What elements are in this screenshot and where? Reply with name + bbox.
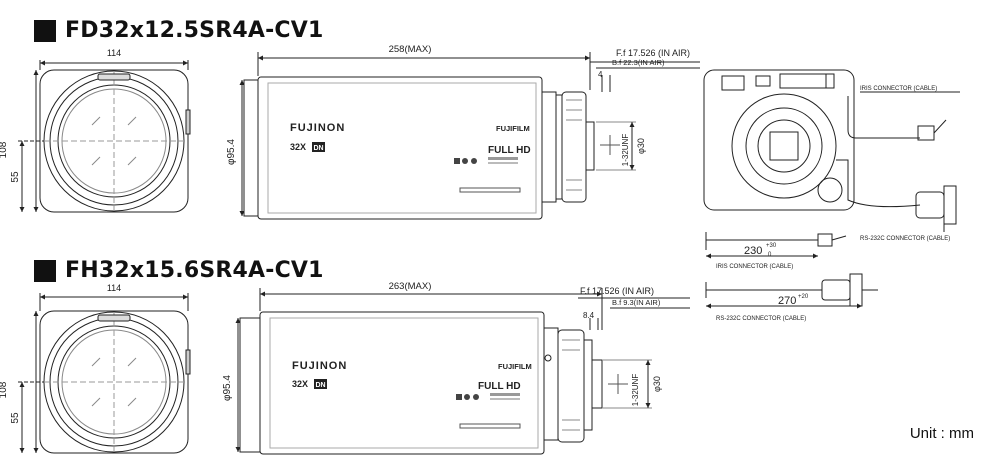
model-1-title: FD32x12.5SR4A-CV1	[34, 18, 324, 43]
model-2-front-width: 114	[107, 283, 121, 293]
title-bullet-square	[34, 19, 56, 42]
model-2-mount: 1-32UNF	[631, 374, 640, 407]
model-2-dn: DN	[315, 382, 325, 389]
model-1-zoom: 32X	[290, 142, 306, 152]
model-2-certification-icons	[456, 393, 521, 429]
iris-cable-length: 230	[744, 245, 762, 257]
model-1-resolution: FULL HD	[488, 145, 531, 156]
model-1-dn-badge	[312, 142, 325, 152]
model-1-dn: DN	[313, 145, 323, 152]
model-2-dn-badge	[314, 379, 327, 389]
title-bullet-square	[34, 259, 56, 282]
model-2-back-focal: B.f 9.3(IN AIR)	[612, 298, 661, 307]
model-2-front-height: 108	[0, 381, 9, 398]
rs232c-cable-tolerance-plus: +20	[798, 294, 809, 300]
model-1-flange-focal: F.f 17.526 (IN AIR)	[616, 48, 690, 58]
rear-rs232c-connector-label: RS-232C CONNECTOR (CABLE)	[860, 236, 950, 242]
iris-cable-tolerance-plus: +30	[766, 243, 777, 249]
rs232c-cable-drawing	[705, 273, 878, 309]
model-1-mount: 1-32UNF	[621, 134, 630, 167]
model-1-gap: 4	[598, 70, 603, 79]
model-2-length: 263(MAX)	[389, 281, 432, 292]
model-2-side-view	[235, 288, 690, 455]
rear-iris-connector-label: IRIS CONNECTOR (CABLE)	[860, 86, 937, 92]
model-1-length: 258(MAX)	[389, 44, 432, 55]
model-2-gap: 8.4	[583, 311, 595, 320]
model-2-mount-diameter: φ30	[652, 376, 662, 392]
rear-view	[703, 69, 960, 232]
model-1-side-view	[239, 52, 700, 220]
model-2-center-height: 55	[10, 412, 21, 424]
model-1-front-height: 108	[0, 141, 9, 158]
iris-cable-drawing	[705, 232, 847, 259]
model-2-brand-right: FUJIFILM	[498, 362, 532, 371]
rs232c-cable-label: RS-232C CONNECTOR (CABLE)	[716, 316, 806, 322]
model-2-front-view	[18, 293, 191, 454]
model-2-diameter: φ95.4	[222, 375, 233, 401]
iris-cable-tolerance-minus: 0	[768, 252, 772, 258]
model-1-front-width: 114	[107, 48, 121, 58]
model-1-title-text: FD32x12.5SR4A-CV1	[65, 18, 324, 43]
model-1-brand-right: FUJIFILM	[496, 124, 530, 133]
model-1-certification-icons	[454, 157, 521, 193]
model-2-title-text: FH32x15.6SR4A-CV1	[65, 258, 324, 283]
model-2-resolution: FULL HD	[478, 381, 521, 392]
model-2-zoom: 32X	[292, 379, 308, 389]
model-1-front-view	[18, 60, 191, 213]
rs232c-cable-length: 270	[778, 295, 796, 307]
model-2-title: FH32x15.6SR4A-CV1	[34, 258, 324, 283]
model-1-diameter: φ95.4	[226, 139, 237, 165]
model-1-center-height: 55	[10, 171, 21, 183]
iris-cable-label: IRIS CONNECTOR (CABLE)	[716, 264, 793, 270]
unit-label: Unit : mm	[909, 425, 974, 442]
model-1-back-focal: B.f 22.3(IN AIR)	[612, 58, 665, 67]
model-2-brand: FUJINON	[292, 360, 347, 372]
model-1-mount-diameter: φ30	[636, 138, 646, 154]
model-2-flange-focal: F.f 17.526 (IN AIR)	[580, 286, 654, 296]
model-1-brand: FUJINON	[290, 122, 345, 134]
